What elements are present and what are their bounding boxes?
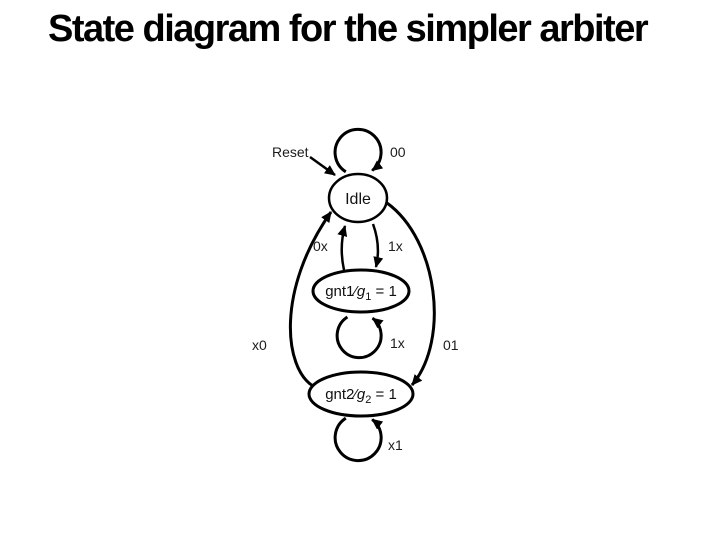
gnt2-to-idle-label: x0 [252,337,267,353]
gnt2-label-prefix: gnt2⁄ [325,386,359,403]
state-idle-ellipse [327,172,389,224]
state-gnt1-ellipse [311,268,411,314]
slide-title: State diagram for the simpler arbiter [48,8,649,50]
gnt1-to-idle-arrow [337,225,348,271]
gnt2-label-sub: 2 [365,394,371,406]
gnt2-self-label: x1 [388,437,403,453]
idle-self-label: 00 [390,144,406,160]
state-gnt1-label: gnt1⁄g1 = 1 [325,283,397,303]
reset-arrow [309,155,336,177]
idle-to-gnt1-arrow [371,223,384,268]
gnt1-self-label: 1x [390,335,405,351]
gnt1-self-loop-arc [335,315,384,360]
gnt1-label-prefix: gnt1⁄ [325,283,359,300]
gnt2-label-suffix: = 1 [371,386,396,403]
gnt2-self-loop-arc [333,416,384,463]
state-gnt2-label: gnt2⁄g2 = 1 [325,386,397,406]
idle-to-gnt1-label: 1x [388,238,403,254]
gnt1-label-sub: 1 [365,291,371,303]
state-idle-label: Idle [345,191,371,208]
idle-to-gnt2-label: 01 [443,337,459,353]
gnt2-label-var: g [357,386,366,403]
gnt1-to-idle-label: 0x [313,238,328,254]
gnt1-label-var: g [357,283,366,300]
idle-self-loop-arc [333,127,384,174]
gnt1-label-suffix: = 1 [371,283,396,300]
idle-to-gnt2-arc [386,201,436,386]
state-gnt2-ellipse [307,370,415,418]
reset-label: Reset [272,144,309,160]
gnt2-to-idle-arc [288,211,333,388]
